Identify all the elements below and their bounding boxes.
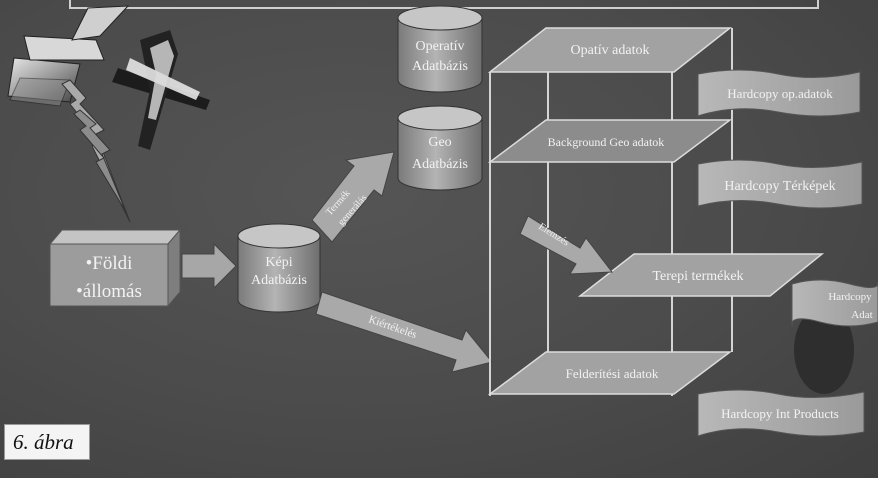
background-label: Background Geo adatok — [548, 135, 665, 149]
banner-int-products: Hardcopy Int Products — [697, 389, 865, 437]
arrow-termek-generalas: Termék generálás — [311, 151, 395, 243]
banner-op-adatok: Hardcopy op.adatok — [697, 69, 861, 117]
banner-adat: Hardcopy Adat — [791, 279, 878, 327]
airplane-icon — [112, 30, 210, 150]
geo-label-2: Adatbázis — [412, 157, 468, 172]
int-products-label: Hardcopy Int Products — [721, 406, 839, 421]
caption-text: 6. ábra — [13, 430, 74, 454]
database-operativ: Operatív Adatbázis — [397, 5, 483, 93]
kepi-label-2: Adatbázis — [251, 273, 307, 288]
terkepek-label: Hardcopy Térképek — [724, 179, 835, 194]
operativ-label-1: Operatív — [416, 39, 465, 54]
op-adatok-label: Hardcopy op.adatok — [727, 86, 833, 101]
database-kepi: Képi Adatbázis — [237, 223, 321, 313]
adat-label-1: Hardcopy — [828, 291, 872, 303]
opativ-label: Opatív adatok — [571, 43, 650, 58]
dark-sphere — [794, 306, 854, 394]
station-label-1: •Földi — [86, 253, 133, 274]
terepi-label: Terepi termékek — [652, 269, 743, 284]
ground-station-box: •Földi •állomás — [48, 228, 182, 308]
plane-felderitesi: Felderítési adatok — [487, 351, 733, 395]
arrow-kiertekeles: Kiértékelés — [315, 291, 493, 373]
arrow-elemzes: Elemzés — [519, 215, 613, 275]
cube-frame — [489, 28, 733, 396]
lightning-bolt-airplane — [73, 109, 127, 213]
adat-label-2: Adat — [851, 309, 872, 321]
plane-opativ: Opatív adatok — [487, 27, 733, 73]
felderitesi-label: Felderítési adatok — [566, 366, 659, 381]
plane-background: Background Geo adatok — [487, 119, 733, 163]
geo-label-1: Geo — [428, 135, 451, 150]
database-geo: Geo Adatbázis — [397, 105, 483, 191]
station-label-2: •állomás — [76, 281, 142, 302]
arrow-station-to-kepi — [181, 242, 237, 290]
plane-terepi: Terepi termékek — [577, 253, 825, 297]
banner-terkepek: Hardcopy Térképek — [697, 159, 863, 209]
kepi-label-1: Képi — [265, 255, 292, 270]
figure-caption: 6. ábra — [4, 424, 90, 460]
satellite-icon — [7, 5, 130, 107]
operativ-label-2: Adatbázis — [412, 59, 468, 74]
